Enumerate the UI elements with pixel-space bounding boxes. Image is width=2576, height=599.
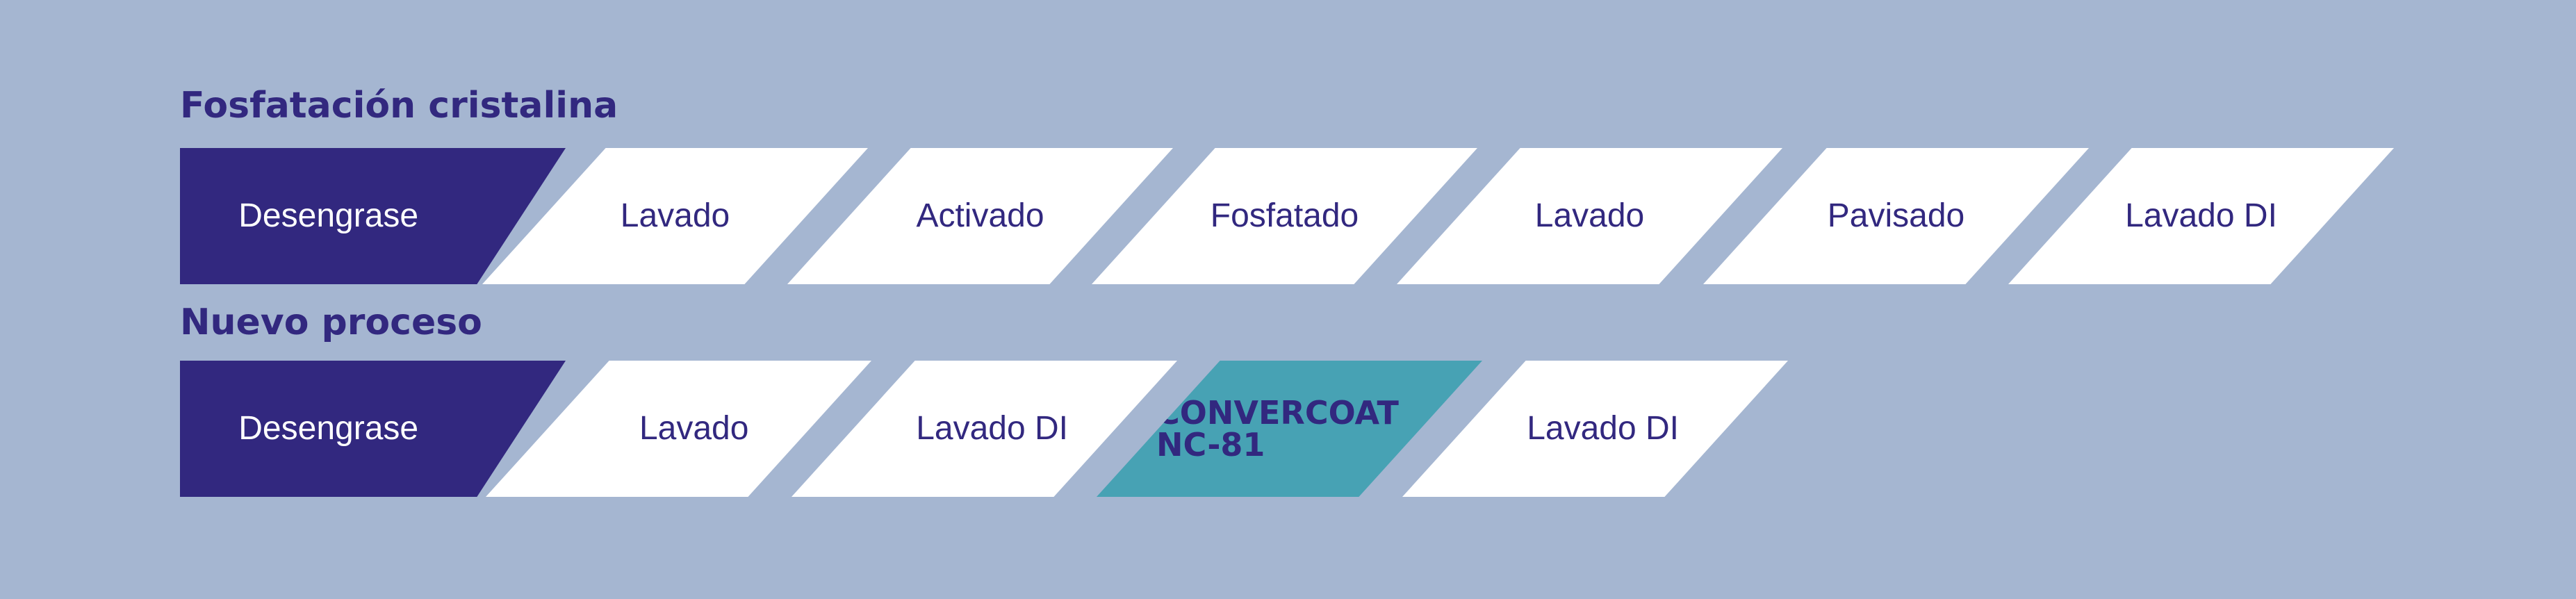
process-step-label: Desengrase [238,409,419,447]
process-step-label: Pavisado [1827,197,1965,234]
process-step-label-highlight: CONVERCOAT NC-81 [1156,394,1399,463]
section-title-fosfatacion-cristalina: Fosfatación cristalina [180,85,618,126]
process-step-label: Lavado DI [1527,409,1679,447]
process-row-nuevo-proceso: Desengrase Lavado Lavado DI CONVERCOAT N… [0,361,2576,500]
process-row-fosfatacion-cristalina: Desengrase Lavado Activado Fosfatado Lav… [0,148,2576,287]
process-step-label: Lavado [620,197,730,234]
process-step-label: Lavado DI [916,409,1068,447]
process-step-label: Fosfatado [1210,197,1359,234]
process-step-label: Desengrase [238,197,419,234]
section-title-nuevo-proceso: Nuevo proceso [180,302,482,343]
process-step-label: Lavado [639,409,749,447]
process-step-desengrase: Desengrase [180,148,566,284]
process-step-label: Lavado [1534,197,1645,234]
process-step-label: Activado [916,197,1044,234]
process-step-label: Lavado DI [2125,197,2277,234]
